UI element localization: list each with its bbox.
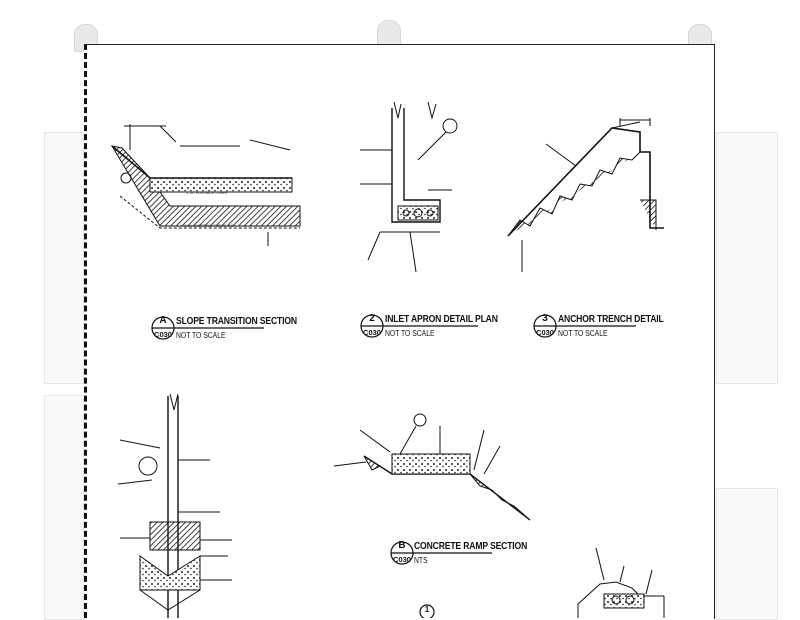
detail-a-title: SLOPE TRANSITION SECTION — [176, 315, 297, 327]
detail-bubble-partial — [419, 604, 435, 618]
detail-3-sheet: C030 — [536, 328, 554, 337]
pipe-outlet-drawing — [117, 393, 232, 618]
partial-detail-drawing — [577, 547, 665, 618]
detail-2-title: INLET APRON DETAIL PLAN — [385, 313, 498, 325]
background-sheet-right — [716, 132, 778, 384]
detail-b-title: CONCRETE RAMP SECTION — [414, 540, 528, 552]
concrete-ramp-drawing — [333, 413, 531, 521]
background-sheet-left — [44, 132, 84, 384]
detail-2-scale: NOT TO SCALE — [385, 329, 435, 338]
detail-3-title: ANCHOR TRENCH DETAIL — [558, 313, 664, 325]
inlet-apron-drawing — [360, 101, 458, 273]
detail-2-sheet: C030 — [363, 328, 381, 337]
detail-2-id: 2 — [369, 313, 375, 324]
background-sheet-left-lower — [44, 395, 84, 620]
anchor-trench-drawing — [507, 118, 664, 272]
detail-3-scale: NOT TO SCALE — [558, 329, 608, 338]
background-sheet-right-lower — [716, 488, 778, 620]
slope-transition-drawing — [110, 124, 301, 246]
detail-a-id: A — [159, 315, 167, 326]
partial-detail-id: 1 — [424, 605, 430, 614]
detail-3-id: 3 — [542, 313, 548, 324]
slope-liner-callout: 1' M. FLEXIBLE LINER — [186, 190, 228, 195]
detail-a-sheet: C030 — [154, 330, 172, 339]
sheet-cut-edge — [84, 44, 87, 618]
detail-a-scale: NOT TO SCALE — [176, 331, 226, 340]
detail-b-sheet: C030 — [393, 555, 411, 564]
detail-b-id: B — [398, 540, 406, 551]
slope-bottom-callout: 1' M. EXISTING POE-O-PC — [184, 223, 234, 228]
detail-b-scale: NTS — [414, 556, 428, 565]
binder-hole-center — [377, 20, 401, 48]
